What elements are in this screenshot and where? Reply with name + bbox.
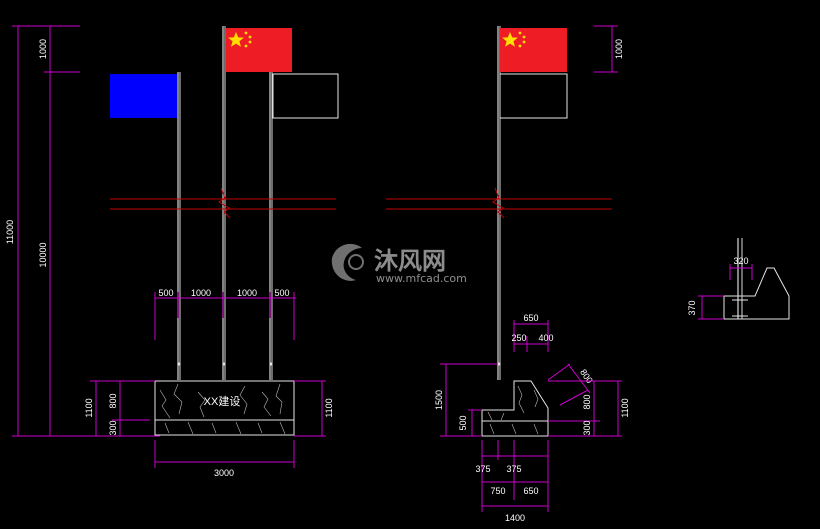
dim-label-base-height-left: 1100 xyxy=(84,398,94,417)
dim-spacing: 500 1000 1000 500 xyxy=(154,288,296,340)
china-flag-side xyxy=(500,28,567,72)
dim-label-bottom-750: 750 xyxy=(490,486,505,496)
dim-side-right: 800 300 1100 xyxy=(548,380,630,437)
break-lines-front xyxy=(110,187,336,219)
dim-label-pole-height: 10000 xyxy=(38,242,48,267)
break-lines-side xyxy=(386,187,612,219)
dim-top-side: 650 250 400 xyxy=(511,313,554,352)
plinth-text: XX建设 xyxy=(204,394,241,408)
dim-label-top-650: 650 xyxy=(523,313,538,323)
dim-label-detail-320: 320 xyxy=(733,256,748,266)
dim-base-left: 1100 800 300 xyxy=(84,380,155,436)
watermark-brand: 沐风网 xyxy=(374,247,446,275)
outline-flag-front xyxy=(272,73,339,119)
big-star-icon xyxy=(228,32,244,47)
big-star-icon xyxy=(502,32,518,47)
dim-label-spacing-left: 500 xyxy=(158,288,173,298)
dim-label-flag-height-side: 1000 xyxy=(614,39,624,59)
watermark: 沐风网 www.mfcad.com xyxy=(331,243,467,285)
dim-label-height-500: 500 xyxy=(458,415,468,430)
dim-label-bottom-650: 650 xyxy=(523,486,538,496)
detail-view: 320 370 xyxy=(687,238,790,320)
dim-base-width: 3000 xyxy=(154,440,295,478)
dim-label-right-1100: 1100 xyxy=(620,398,630,417)
plinth-side xyxy=(481,380,549,437)
dim-label-base-width: 3000 xyxy=(214,468,234,478)
dim-label-detail-370: 370 xyxy=(687,300,697,315)
watermark-url: www.mfcad.com xyxy=(376,272,467,285)
dim-label-top-400: 400 xyxy=(538,333,553,343)
dim-label-right-300: 300 xyxy=(582,420,592,435)
dim-flag-height-side: 1000 xyxy=(594,25,624,73)
dim-side-left: 1500 500 xyxy=(434,363,498,437)
pole-base-markers xyxy=(177,362,273,366)
dim-label-base-height-right: 1100 xyxy=(324,398,334,417)
plinth-front: XX建设 xyxy=(154,380,295,436)
china-flag-front xyxy=(226,28,292,72)
dim-label-top-250: 250 xyxy=(511,333,526,343)
dim-label-spacing-mid2: 1000 xyxy=(237,288,257,298)
dim-detail-width: 320 xyxy=(729,256,753,280)
dim-label-right-800: 800 xyxy=(582,394,592,409)
watermark-logo-icon xyxy=(331,243,364,281)
dim-top-flag: 1000 xyxy=(38,26,80,73)
dim-label-top-flag: 1000 xyxy=(38,39,48,59)
dim-label-bottom-375a: 375 xyxy=(475,464,490,474)
dim-total-height: 11000 xyxy=(5,25,160,437)
dim-detail-height: 370 xyxy=(687,295,724,320)
dim-label-bottom-1400: 1400 xyxy=(505,513,525,523)
dim-label-total-height: 11000 xyxy=(5,220,15,244)
dim-base-right: 1100 xyxy=(294,380,334,437)
dim-label-base-upper-left: 800 xyxy=(108,393,118,408)
dim-label-spacing-mid1: 1000 xyxy=(191,288,211,298)
dim-label-slope-800: 800 xyxy=(578,367,595,385)
dim-label-bottom-375b: 375 xyxy=(506,464,521,474)
dim-label-spacing-right: 500 xyxy=(274,288,289,298)
dim-pole-height: 10000 xyxy=(38,72,51,436)
blue-flag xyxy=(110,74,177,118)
front-view: 11000 1000 10000 xyxy=(5,25,339,478)
dim-side-bottom: 375 375 750 650 1400 xyxy=(475,440,549,523)
outline-flag-side xyxy=(499,73,568,119)
dim-label-height-1500: 1500 xyxy=(434,390,444,410)
dim-label-base-lower-left: 300 xyxy=(108,420,118,435)
